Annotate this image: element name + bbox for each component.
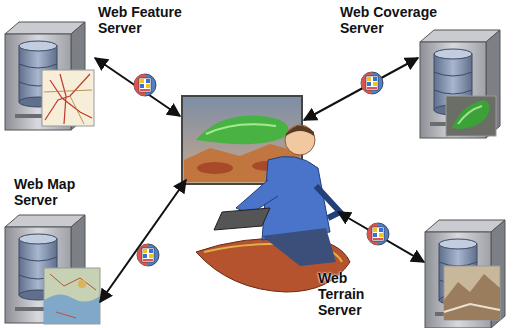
wms-thumb: [44, 268, 100, 324]
server-label-box: Web Terrain Server: [318, 270, 380, 320]
server-label-box: Web Feature Server: [98, 4, 198, 38]
feature-map-thumb: [42, 70, 94, 126]
user-figure: [196, 125, 350, 292]
server-label-box: Web Coverage Server: [340, 4, 450, 38]
service-arrows: [95, 58, 424, 302]
coverage-thumb: [446, 96, 496, 136]
server-name: Web Feature Server: [98, 4, 198, 36]
terrain-thumb: [444, 266, 500, 320]
server-name: Web Terrain Server: [318, 270, 380, 318]
server-label-box: Web Map Server: [14, 176, 104, 210]
server-name: Web Map Server: [14, 176, 104, 208]
server-name: Web Coverage Server: [340, 4, 450, 36]
